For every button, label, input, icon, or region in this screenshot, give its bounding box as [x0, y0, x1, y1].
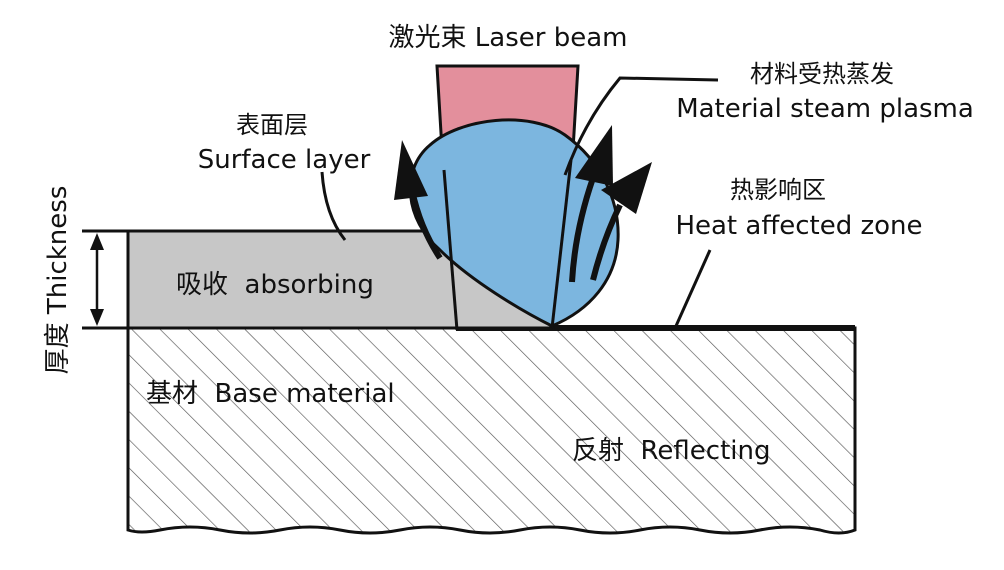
- thickness-label: 厚度 Thickness: [43, 186, 73, 375]
- material-steam-leader: [563, 76, 719, 176]
- base-material-block: [126, 326, 857, 535]
- thickness-dimension: [82, 229, 128, 330]
- heat-zone-label-en: Heat affected zone: [675, 211, 922, 241]
- vapor-arrow-left: [394, 140, 443, 260]
- heat-zone-label-cn: 热影响区: [730, 176, 826, 204]
- absorbing-label: 吸收 absorbing: [176, 270, 374, 300]
- beam-edge-right: [550, 159, 573, 329]
- base-material-label: 基材 Base material: [146, 379, 395, 409]
- surface-layer-label-en: Surface layer: [198, 145, 371, 175]
- material-steam-label-en: Material steam plasma: [676, 94, 974, 124]
- surface-layer-leader: [320, 171, 347, 241]
- heat-zone-leader: [674, 249, 712, 327]
- material-steam-label-cn: 材料受热蒸发: [750, 60, 894, 88]
- vapor-arrow-middle: [569, 125, 613, 283]
- vapor-arrow-right: [590, 162, 652, 281]
- surface-layer-label-cn: 表面层: [236, 111, 308, 139]
- beam-edge-left: [442, 169, 459, 331]
- reflecting-label: 反射 Reflecting: [572, 436, 771, 466]
- laser-beam-label: 激光束 Laser beam: [389, 23, 628, 53]
